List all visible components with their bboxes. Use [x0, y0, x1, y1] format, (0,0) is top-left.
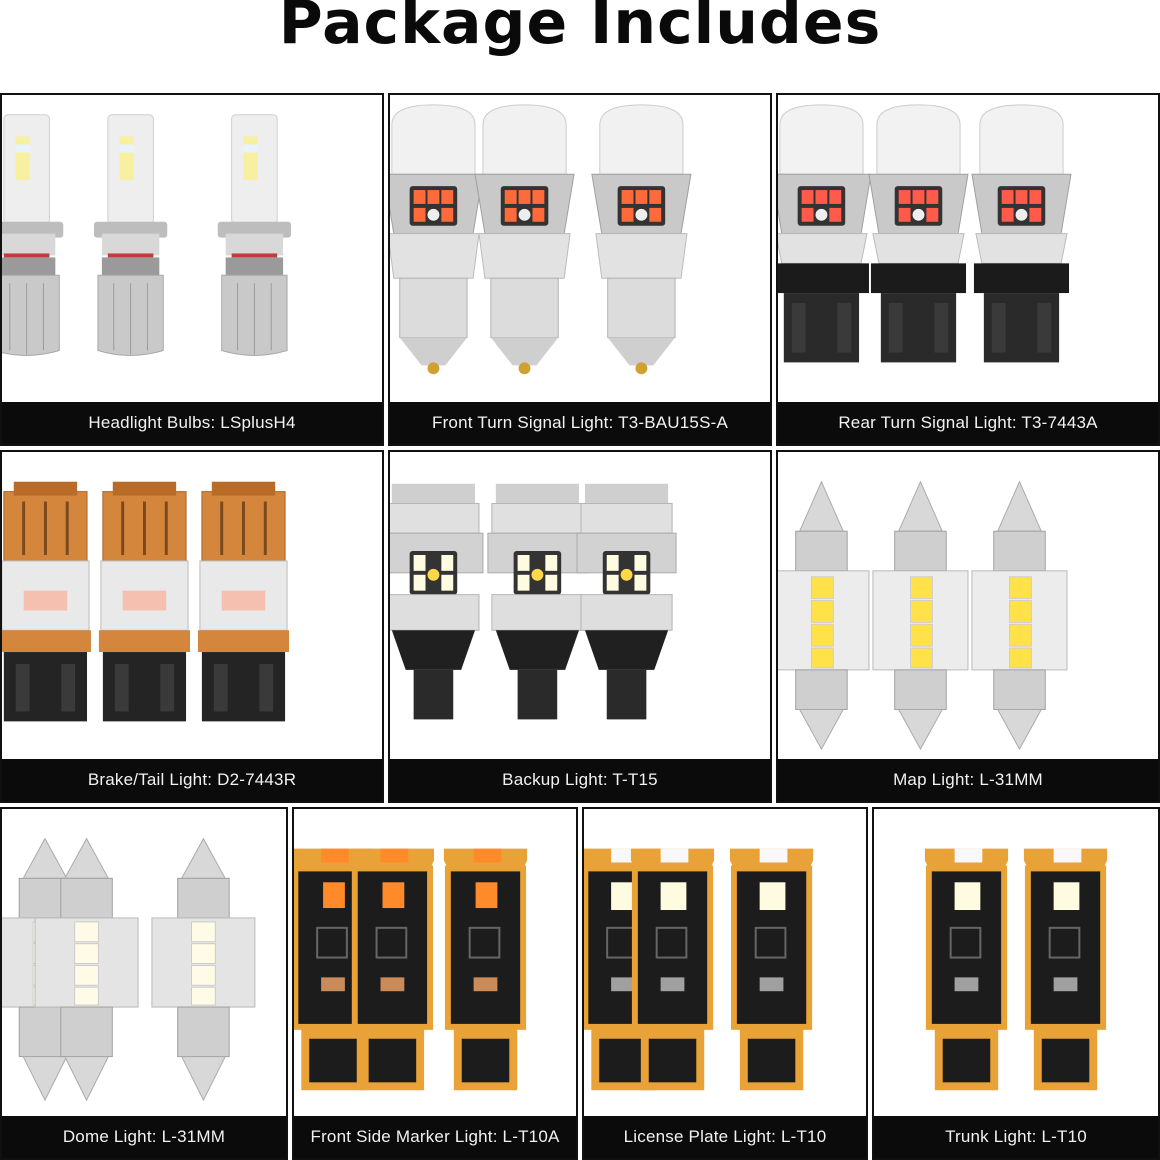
h4-headlight-bulb-icon	[2, 95, 382, 402]
product-caption: Map Light: L-31MM	[778, 759, 1158, 801]
t10-wedge-bulb-white-icon	[584, 809, 866, 1116]
product-caption: Front Side Marker Light: L-T10A	[294, 1116, 576, 1158]
product-caption: License Plate Light: L-T10	[584, 1116, 866, 1158]
product-card-brake-tail: Brake/Tail Light: D2-7443R	[0, 450, 384, 803]
product-caption: Backup Light: T-T15	[390, 759, 770, 801]
product-caption: Headlight Bulbs: LSplusH4	[2, 402, 382, 444]
product-caption: Brake/Tail Light: D2-7443R	[2, 759, 382, 801]
t10-wedge-bulb-amber-icon	[294, 809, 576, 1116]
product-caption: Dome Light: L-31MM	[2, 1116, 286, 1158]
31mm-festoon-bulb-icon	[2, 809, 286, 1116]
bau15s-turn-signal-bulb-icon	[390, 95, 770, 402]
product-card-front-turn-signal: Front Turn Signal Light: T3-BAU15S-A	[388, 93, 772, 446]
product-card-license-plate: License Plate Light: L-T10	[582, 807, 868, 1160]
t10-wedge-bulb-white-icon	[874, 809, 1158, 1116]
7443-turn-signal-bulb-icon	[778, 95, 1158, 402]
product-card-dome: Dome Light: L-31MM	[0, 807, 288, 1160]
product-card-rear-turn-signal: Rear Turn Signal Light: T3-7443A	[776, 93, 1160, 446]
31mm-festoon-bulb-icon	[778, 452, 1158, 759]
product-card-map: Map Light: L-31MM	[776, 450, 1160, 803]
t15-backup-bulb-icon	[390, 452, 770, 759]
product-caption: Rear Turn Signal Light: T3-7443A	[778, 402, 1158, 444]
product-card-trunk: Trunk Light: L-T10	[872, 807, 1160, 1160]
page-title: Package Includes	[278, 0, 882, 58]
product-card-headlight: Headlight Bulbs: LSplusH4	[0, 93, 384, 446]
product-caption: Trunk Light: L-T10	[874, 1116, 1158, 1158]
7443-brake-bulb-icon	[2, 452, 382, 759]
product-caption: Front Turn Signal Light: T3-BAU15S-A	[390, 402, 770, 444]
product-card-front-side-marker: Front Side Marker Light: L-T10A	[292, 807, 578, 1160]
product-card-backup: Backup Light: T-T15	[388, 450, 772, 803]
